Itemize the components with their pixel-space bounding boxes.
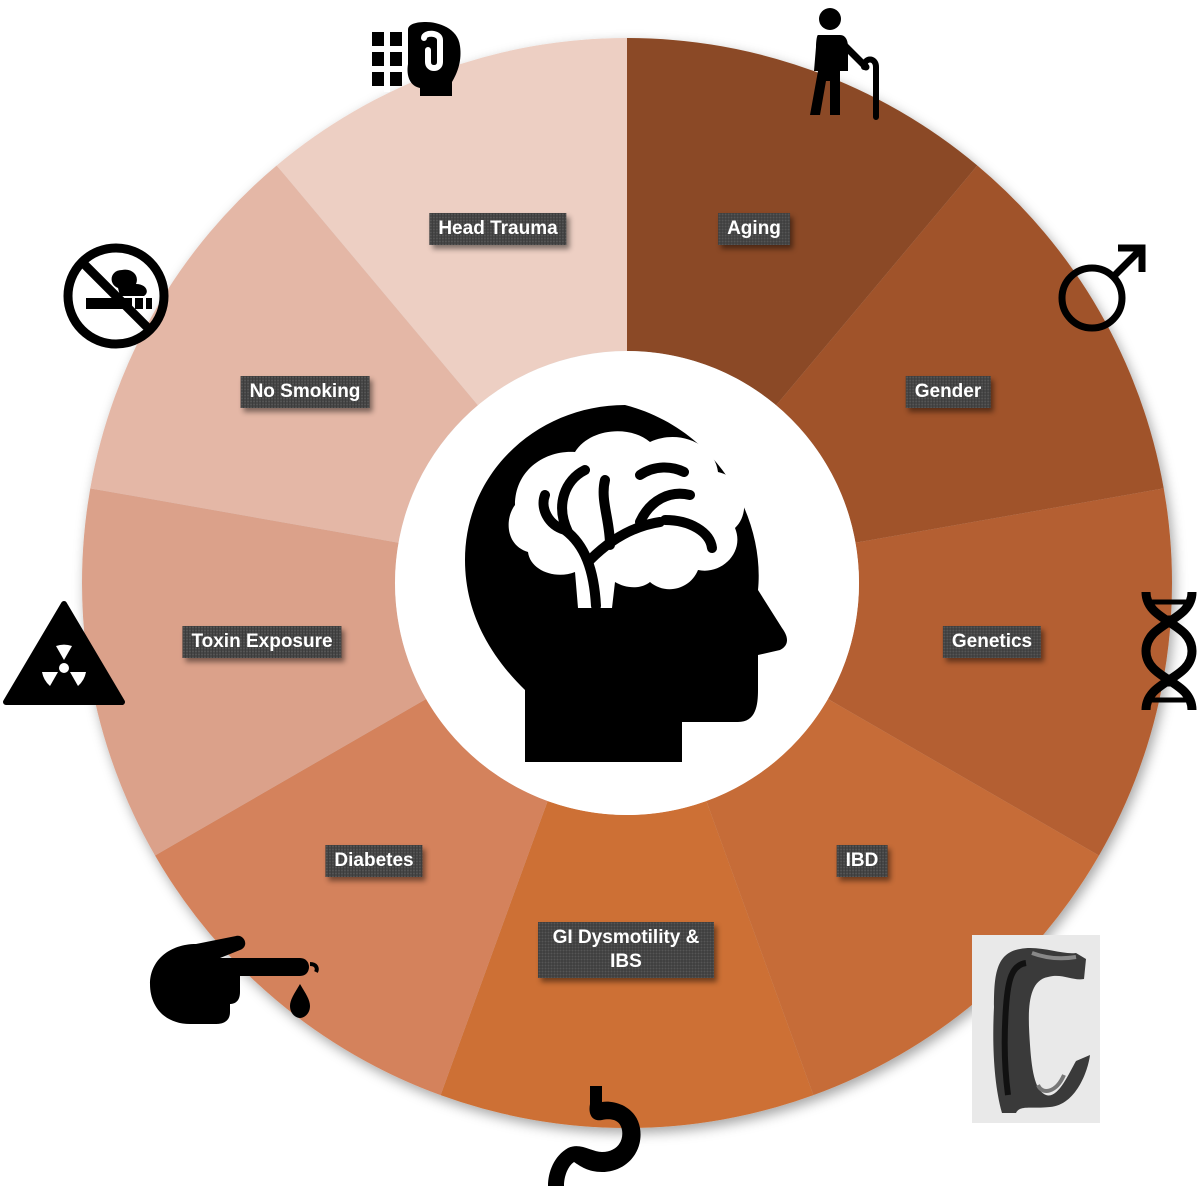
label-head-trauma: Head Trauma [429,213,567,245]
stomach-icon [548,1086,641,1186]
segment-diabetes [155,699,548,1096]
dna-helix-icon [1141,591,1197,711]
no-smoking-icon [63,243,169,349]
finger-blood-drop-icon [150,935,319,1024]
head-brain-icon [465,405,787,762]
label-aging: Aging [718,213,790,245]
segment-genetics [827,488,1172,856]
label-gi-dysmotility-ibs: GI Dysmotility & IBS [538,922,714,978]
segment-gender [776,165,1164,543]
elderly-person-cane-icon [810,8,879,120]
colon-image-icon [972,935,1100,1123]
label-gender: Gender [905,376,991,408]
label-diabetes: Diabetes [325,845,423,877]
male-symbol-icon [1058,244,1146,332]
head-injury-icon [372,22,461,96]
segment-toxin [81,488,427,856]
label-toxin-exposure: Toxin Exposure [182,626,342,658]
label-genetics: Genetics [942,626,1042,658]
label-ibd: IBD [836,845,888,877]
segment-ibd [706,699,1099,1096]
radiation-warning-icon [3,601,125,705]
segment-aging [627,38,978,406]
segment-no-smoking [90,165,478,543]
label-no-smoking: No Smoking [240,376,370,408]
